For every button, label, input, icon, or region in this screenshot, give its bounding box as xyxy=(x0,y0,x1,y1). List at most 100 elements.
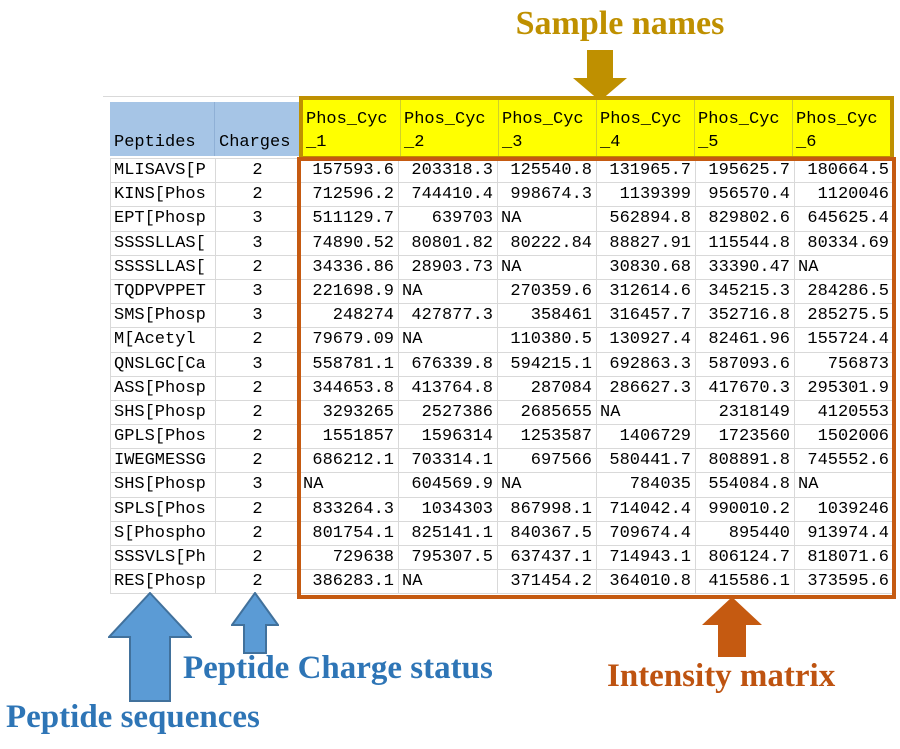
intensity-cell[interactable]: 714943.1 xyxy=(597,546,696,571)
peptide-cell[interactable]: SSSSLLAS[ xyxy=(111,231,216,256)
intensity-cell[interactable]: 1120046 xyxy=(795,183,894,208)
sample-column-header[interactable]: Phos_Cyc_3 xyxy=(499,100,597,156)
intensity-cell[interactable]: NA xyxy=(498,207,597,232)
peptide-cell[interactable]: SSSVLS[Ph xyxy=(111,546,216,571)
peptide-cell[interactable]: QNSLGC[Ca xyxy=(111,352,216,377)
peptide-cell[interactable]: MLISAVS[P xyxy=(111,159,216,184)
charge-cell[interactable]: 2 xyxy=(216,255,300,280)
intensity-cell[interactable]: 221698.9 xyxy=(300,279,399,305)
intensity-cell[interactable]: 604569.9 xyxy=(399,473,498,498)
intensity-cell[interactable]: 825141.1 xyxy=(399,521,498,546)
intensity-cell[interactable]: 415586.1 xyxy=(696,570,795,595)
intensity-cell[interactable]: 913974.4 xyxy=(795,521,894,546)
intensity-cell[interactable]: 558781.1 xyxy=(300,352,399,377)
intensity-cell[interactable]: 714042.4 xyxy=(597,497,696,522)
intensity-cell[interactable]: 709674.4 xyxy=(597,521,696,546)
charge-cell[interactable]: 2 xyxy=(216,521,300,546)
intensity-cell[interactable]: 801754.1 xyxy=(300,521,399,546)
intensity-cell[interactable]: 155724.4 xyxy=(795,328,894,353)
peptide-cell[interactable]: M[Acetyl xyxy=(111,328,216,353)
intensity-cell[interactable]: 587093.6 xyxy=(696,352,795,377)
intensity-cell[interactable]: 312614.6 xyxy=(597,279,696,305)
intensity-cell[interactable]: 833264.3 xyxy=(300,497,399,522)
charge-cell[interactable]: 3 xyxy=(216,473,300,498)
peptide-cell[interactable]: SSSSLLAS[ xyxy=(111,255,216,280)
peptides-column-header[interactable]: Peptides xyxy=(110,102,215,156)
intensity-cell[interactable]: 115544.8 xyxy=(696,231,795,256)
intensity-cell[interactable]: 594215.1 xyxy=(498,352,597,377)
intensity-cell[interactable]: 829802.6 xyxy=(696,207,795,232)
sample-column-header[interactable]: Phos_Cyc_2 xyxy=(401,100,499,156)
intensity-cell[interactable]: 30830.68 xyxy=(597,255,696,280)
intensity-cell[interactable]: 180664.5 xyxy=(795,159,894,184)
intensity-cell[interactable]: 1723560 xyxy=(696,425,795,450)
intensity-cell[interactable]: 386283.1 xyxy=(300,570,399,595)
charge-cell[interactable]: 3 xyxy=(216,207,300,232)
intensity-cell[interactable]: 364010.8 xyxy=(597,570,696,595)
intensity-cell[interactable]: 358461 xyxy=(498,304,597,329)
intensity-cell[interactable]: 686212.1 xyxy=(300,449,399,474)
intensity-cell[interactable]: 33390.47 xyxy=(696,255,795,280)
intensity-cell[interactable]: 1406729 xyxy=(597,425,696,450)
intensity-cell[interactable]: 511129.7 xyxy=(300,207,399,232)
intensity-cell[interactable]: NA xyxy=(498,255,597,280)
charge-cell[interactable]: 2 xyxy=(216,497,300,522)
charge-cell[interactable]: 2 xyxy=(216,183,300,208)
charges-column-header[interactable]: Charges xyxy=(219,133,291,152)
intensity-cell[interactable]: 3293265 xyxy=(300,400,399,426)
intensity-cell[interactable]: 88827.91 xyxy=(597,231,696,256)
intensity-cell[interactable]: 1502006 xyxy=(795,425,894,450)
intensity-cell[interactable]: 712596.2 xyxy=(300,183,399,208)
charge-cell[interactable]: 2 xyxy=(216,546,300,571)
charge-cell[interactable]: 2 xyxy=(216,400,300,426)
intensity-cell[interactable]: 637437.1 xyxy=(498,546,597,571)
intensity-cell[interactable]: 270359.6 xyxy=(498,279,597,305)
intensity-cell[interactable]: 79679.09 xyxy=(300,328,399,353)
intensity-cell[interactable]: 34336.86 xyxy=(300,255,399,280)
intensity-cell[interactable]: 818071.6 xyxy=(795,546,894,571)
peptide-cell[interactable]: SPLS[Phos xyxy=(111,497,216,522)
intensity-cell[interactable]: 130927.4 xyxy=(597,328,696,353)
intensity-cell[interactable]: 1039246 xyxy=(795,497,894,522)
intensity-cell[interactable]: NA xyxy=(399,570,498,595)
intensity-cell[interactable]: 784035 xyxy=(597,473,696,498)
intensity-cell[interactable]: 1253587 xyxy=(498,425,597,450)
intensity-cell[interactable]: 1034303 xyxy=(399,497,498,522)
intensity-cell[interactable]: 2685655 xyxy=(498,400,597,426)
intensity-cell[interactable]: 110380.5 xyxy=(498,328,597,353)
intensity-cell[interactable]: 697566 xyxy=(498,449,597,474)
peptide-cell[interactable]: S[Phospho xyxy=(111,521,216,546)
intensity-cell[interactable]: 867998.1 xyxy=(498,497,597,522)
intensity-cell[interactable]: 371454.2 xyxy=(498,570,597,595)
intensity-cell[interactable]: 2318149 xyxy=(696,400,795,426)
intensity-cell[interactable]: 352716.8 xyxy=(696,304,795,329)
charge-cell[interactable]: 2 xyxy=(216,449,300,474)
intensity-cell[interactable]: 427877.3 xyxy=(399,304,498,329)
charge-cell[interactable]: 3 xyxy=(216,352,300,377)
intensity-cell[interactable]: 998674.3 xyxy=(498,183,597,208)
intensity-cell[interactable]: NA xyxy=(300,473,399,498)
intensity-cell[interactable]: 808891.8 xyxy=(696,449,795,474)
intensity-cell[interactable]: 1596314 xyxy=(399,425,498,450)
intensity-cell[interactable]: 639703 xyxy=(399,207,498,232)
intensity-cell[interactable]: NA xyxy=(399,328,498,353)
intensity-cell[interactable]: 1139399 xyxy=(597,183,696,208)
intensity-cell[interactable]: 645625.4 xyxy=(795,207,894,232)
charge-cell[interactable]: 3 xyxy=(216,304,300,329)
intensity-cell[interactable]: 744410.4 xyxy=(399,183,498,208)
intensity-cell[interactable]: 195625.7 xyxy=(696,159,795,184)
intensity-cell[interactable]: 554084.8 xyxy=(696,473,795,498)
charge-cell[interactable]: 2 xyxy=(216,328,300,353)
intensity-cell[interactable]: 745552.6 xyxy=(795,449,894,474)
charge-cell[interactable]: 3 xyxy=(216,279,300,305)
intensity-cell[interactable]: 82461.96 xyxy=(696,328,795,353)
intensity-cell[interactable]: 316457.7 xyxy=(597,304,696,329)
intensity-cell[interactable]: 80222.84 xyxy=(498,231,597,256)
peptide-cell[interactable]: TQDPVPPET xyxy=(111,279,216,305)
sample-column-header[interactable]: Phos_Cyc_4 xyxy=(597,100,695,156)
intensity-cell[interactable]: 956570.4 xyxy=(696,183,795,208)
intensity-cell[interactable]: 286627.3 xyxy=(597,376,696,401)
intensity-cell[interactable]: 4120553 xyxy=(795,400,894,426)
intensity-cell[interactable]: 2527386 xyxy=(399,400,498,426)
intensity-cell[interactable]: 692863.3 xyxy=(597,352,696,377)
